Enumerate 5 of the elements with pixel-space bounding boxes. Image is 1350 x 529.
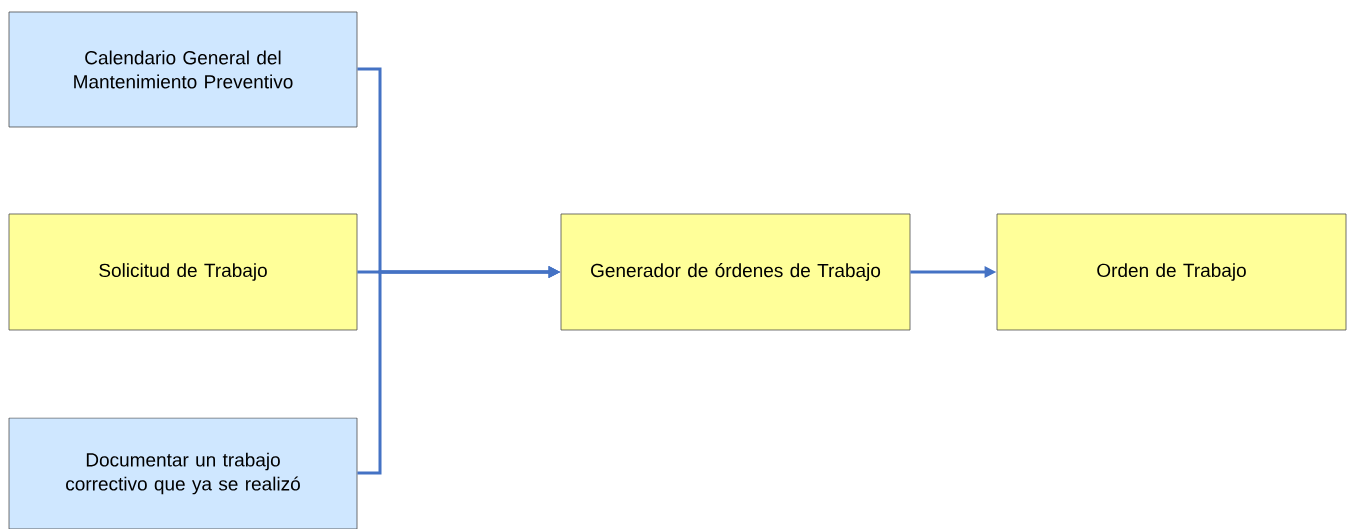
process-box: Documentar un trabajo correctivo que ya se realizó: [8, 417, 358, 529]
process-box: Calendario General del Mantenimiento Preventivo: [8, 11, 358, 128]
process-box: Generador de órdenes de Trabajo: [560, 213, 911, 331]
process-box: Orden de Trabajo: [996, 213, 1347, 331]
process-box: Solicitud de Trabajo: [8, 213, 358, 331]
